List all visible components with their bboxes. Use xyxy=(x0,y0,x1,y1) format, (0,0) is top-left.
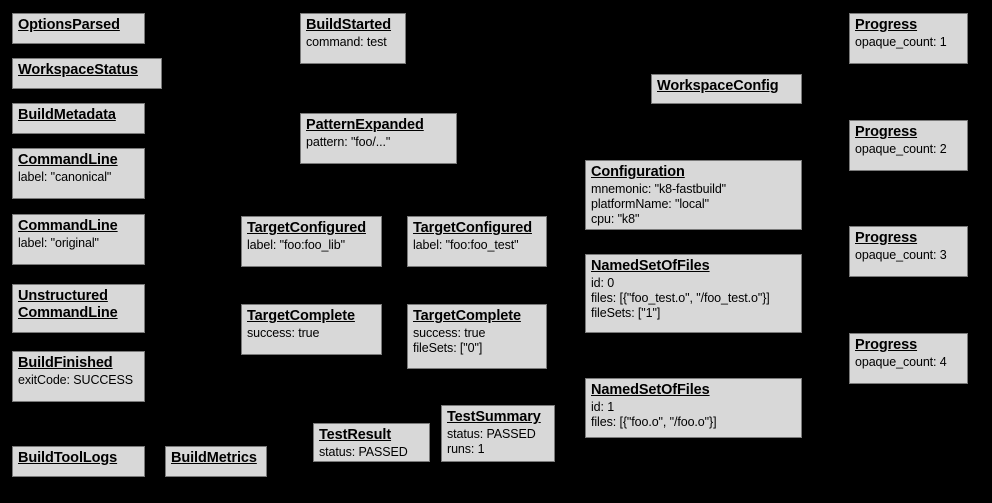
node-progress-1[interactable]: Progress opaque_count: 1 xyxy=(849,13,968,64)
node-workspace-status[interactable]: WorkspaceStatus xyxy=(12,58,162,89)
node-target-complete-foo-test[interactable]: TargetComplete success: true fileSets: ["… xyxy=(407,304,547,369)
node-title: TargetComplete xyxy=(247,308,355,324)
node-configuration[interactable]: Configuration mnemonic: "k8-fastbuild" pl… xyxy=(585,160,802,230)
node-title: NamedSetOfFiles xyxy=(591,258,710,274)
node-title: NamedSetOfFiles xyxy=(591,382,710,398)
node-fields: status: PASSED xyxy=(319,445,408,460)
node-fields: opaque_count: 1 xyxy=(855,35,947,50)
node-command-line-canonical[interactable]: CommandLine label: "canonical" xyxy=(12,148,145,199)
node-build-started[interactable]: BuildStarted command: test xyxy=(300,13,406,64)
node-progress-3[interactable]: Progress opaque_count: 3 xyxy=(849,226,968,277)
node-command-line-original[interactable]: CommandLine label: "original" xyxy=(12,214,145,265)
node-unstructured-command-line[interactable]: Unstructured CommandLine xyxy=(12,284,145,333)
node-fields: label: "foo:foo_lib" xyxy=(247,238,345,253)
node-fields: status: PASSED runs: 1 xyxy=(447,427,536,456)
node-test-summary[interactable]: TestSummary status: PASSED runs: 1 xyxy=(441,405,555,462)
node-named-set-of-files-0[interactable]: NamedSetOfFiles id: 0 files: [{"foo_test.… xyxy=(585,254,802,333)
node-title: TestSummary xyxy=(447,409,541,425)
node-fields: success: true xyxy=(247,326,320,341)
node-fields: id: 0 files: [{"foo_test.o", "/foo_test.… xyxy=(591,276,770,320)
node-title: BuildFinished xyxy=(18,355,113,371)
node-title: PatternExpanded xyxy=(306,117,424,133)
node-fields: opaque_count: 3 xyxy=(855,248,947,263)
node-progress-2[interactable]: Progress opaque_count: 2 xyxy=(849,120,968,171)
node-title: Progress xyxy=(855,17,918,33)
node-title: Progress xyxy=(855,124,918,140)
node-pattern-expanded[interactable]: PatternExpanded pattern: "foo/..." xyxy=(300,113,457,164)
node-title: BuildMetadata xyxy=(18,107,116,123)
node-fields: label: "original" xyxy=(18,236,99,251)
node-fields: label: "foo:foo_test" xyxy=(413,238,519,253)
node-build-metadata[interactable]: BuildMetadata xyxy=(12,103,145,134)
node-title: Progress xyxy=(855,230,918,246)
node-fields: mnemonic: "k8-fastbuild" platformName: "… xyxy=(591,182,727,226)
node-target-complete-foo-lib[interactable]: TargetComplete success: true xyxy=(241,304,382,355)
node-fields: id: 1 files: [{"foo.o", "/foo.o"}] xyxy=(591,400,717,429)
node-build-tool-logs[interactable]: BuildToolLogs xyxy=(12,446,145,477)
node-title: TargetConfigured xyxy=(413,220,532,236)
node-title: TargetComplete xyxy=(413,308,521,324)
node-options-parsed[interactable]: OptionsParsed xyxy=(12,13,145,44)
node-fields: command: test xyxy=(306,35,387,50)
node-title: BuildToolLogs xyxy=(18,450,118,466)
node-title: BuildStarted xyxy=(306,17,392,33)
node-title: OptionsParsed xyxy=(18,17,120,33)
node-progress-4[interactable]: Progress opaque_count: 4 xyxy=(849,333,968,384)
node-title: WorkspaceStatus xyxy=(18,62,138,78)
node-target-configured-foo-test[interactable]: TargetConfigured label: "foo:foo_test" xyxy=(407,216,547,267)
node-build-metrics[interactable]: BuildMetrics xyxy=(165,446,267,477)
node-title: CommandLine xyxy=(18,152,118,168)
node-test-result[interactable]: TestResult status: PASSED xyxy=(313,423,430,462)
node-fields: pattern: "foo/..." xyxy=(306,135,391,150)
node-fields: success: true fileSets: ["0"] xyxy=(413,326,486,355)
node-fields: opaque_count: 4 xyxy=(855,355,947,370)
node-title: CommandLine xyxy=(18,218,118,234)
node-build-finished[interactable]: BuildFinished exitCode: SUCCESS xyxy=(12,351,145,402)
node-fields: exitCode: SUCCESS xyxy=(18,373,134,388)
node-title: TestResult xyxy=(319,427,392,443)
node-title: Unstructured CommandLine xyxy=(18,288,118,322)
node-fields: label: "canonical" xyxy=(18,170,112,185)
node-title: Progress xyxy=(855,337,918,353)
node-fields: opaque_count: 2 xyxy=(855,142,947,157)
node-target-configured-foo-lib[interactable]: TargetConfigured label: "foo:foo_lib" xyxy=(241,216,382,267)
node-named-set-of-files-1[interactable]: NamedSetOfFiles id: 1 files: [{"foo.o", "… xyxy=(585,378,802,438)
node-workspace-config[interactable]: WorkspaceConfig xyxy=(651,74,802,104)
node-title: Configuration xyxy=(591,164,685,180)
node-title: TargetConfigured xyxy=(247,220,366,236)
node-title: BuildMetrics xyxy=(171,450,257,466)
node-title: WorkspaceConfig xyxy=(657,78,779,94)
